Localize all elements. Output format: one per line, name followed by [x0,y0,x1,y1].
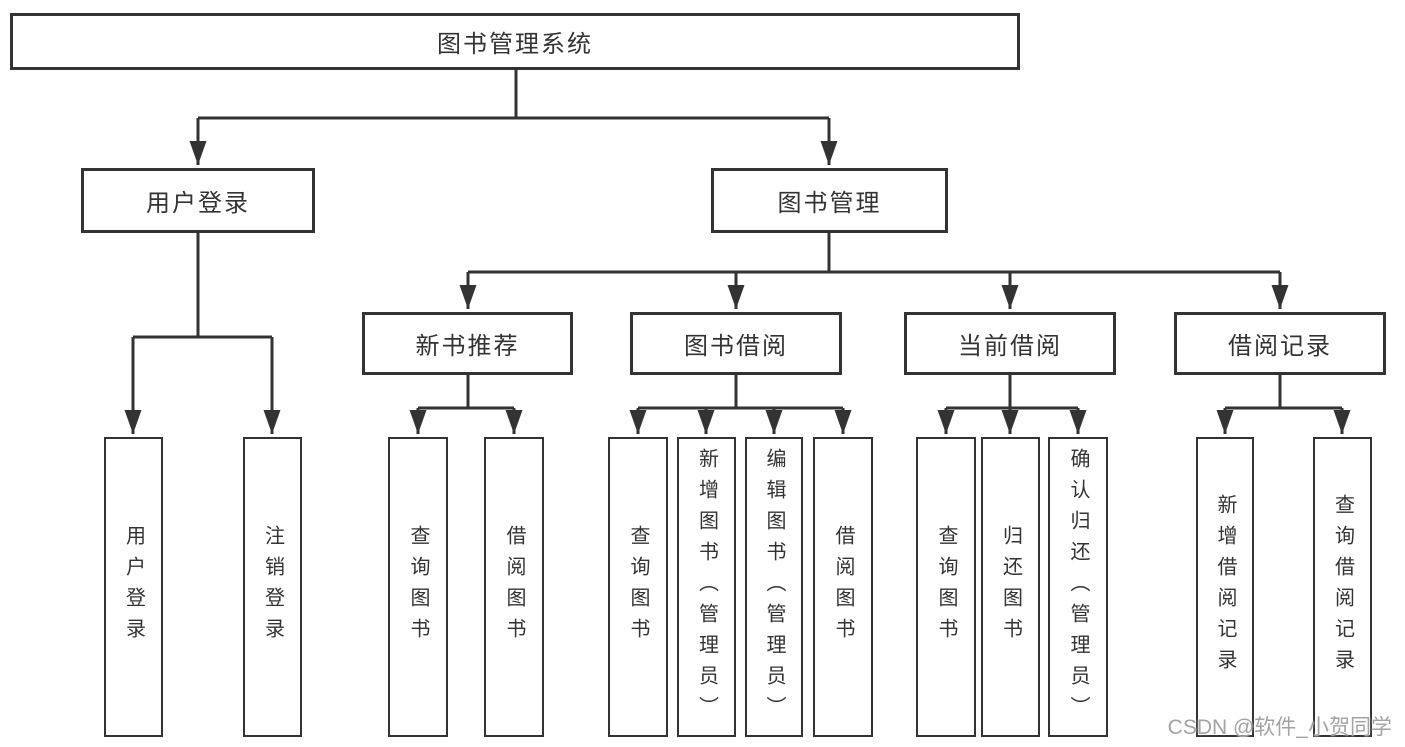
node-current-borrow: 当前借阅 [904,312,1116,375]
node-cb-return-books: 归还图书 [981,437,1040,737]
node-book-management: 图书管理 [711,168,948,233]
leaf-label: 新增借阅记录 [1214,494,1236,680]
leaf-label: 用户登录 [122,525,145,649]
node-logout-action: 注销登录 [243,437,302,737]
node-br-add-record: 新增借阅记录 [1196,437,1254,737]
node-nb-borrow-books: 借阅图书 [484,437,544,737]
leaf-label: 确认归还（管理员） [1067,447,1089,727]
node-new-book-recommend: 新书推荐 [362,312,573,375]
node-user-login: 用户登录 [81,168,315,233]
connector-lines [124,70,1351,434]
leaf-label: 新增图书（管理员） [695,447,718,727]
leaf-label: 编辑图书（管理员） [763,447,785,727]
leaf-label: 查询图书 [935,525,957,649]
leaf-label: 查询图书 [407,525,429,649]
node-bb-add-book-admin: 新增图书（管理员） [677,437,736,737]
leaf-label: 借阅图书 [832,525,854,649]
node-borrow-records: 借阅记录 [1174,312,1386,375]
node-bb-edit-book-admin: 编辑图书（管理员） [745,437,803,737]
node-user-login-action: 用户登录 [104,437,163,737]
node-library-system: 图书管理系统 [10,13,1020,70]
node-nb-query-books: 查询图书 [388,437,448,737]
node-cb-query-books: 查询图书 [916,437,976,737]
leaf-label: 查询图书 [627,525,649,649]
node-bb-query-books: 查询图书 [608,437,668,737]
watermark: CSDN @软件_小贺同学 [1167,716,1392,739]
leaf-label: 查询借阅记录 [1331,494,1354,680]
leaf-label: 借阅图书 [503,525,525,649]
node-cb-confirm-return-admin: 确认归还（管理员） [1048,437,1108,737]
node-br-query-record: 查询借阅记录 [1313,437,1372,737]
leaf-label: 注销登录 [261,525,284,649]
node-bb-borrow-books: 借阅图书 [813,437,873,737]
leaf-label: 归还图书 [999,525,1022,649]
node-book-borrow: 图书借阅 [630,312,842,375]
